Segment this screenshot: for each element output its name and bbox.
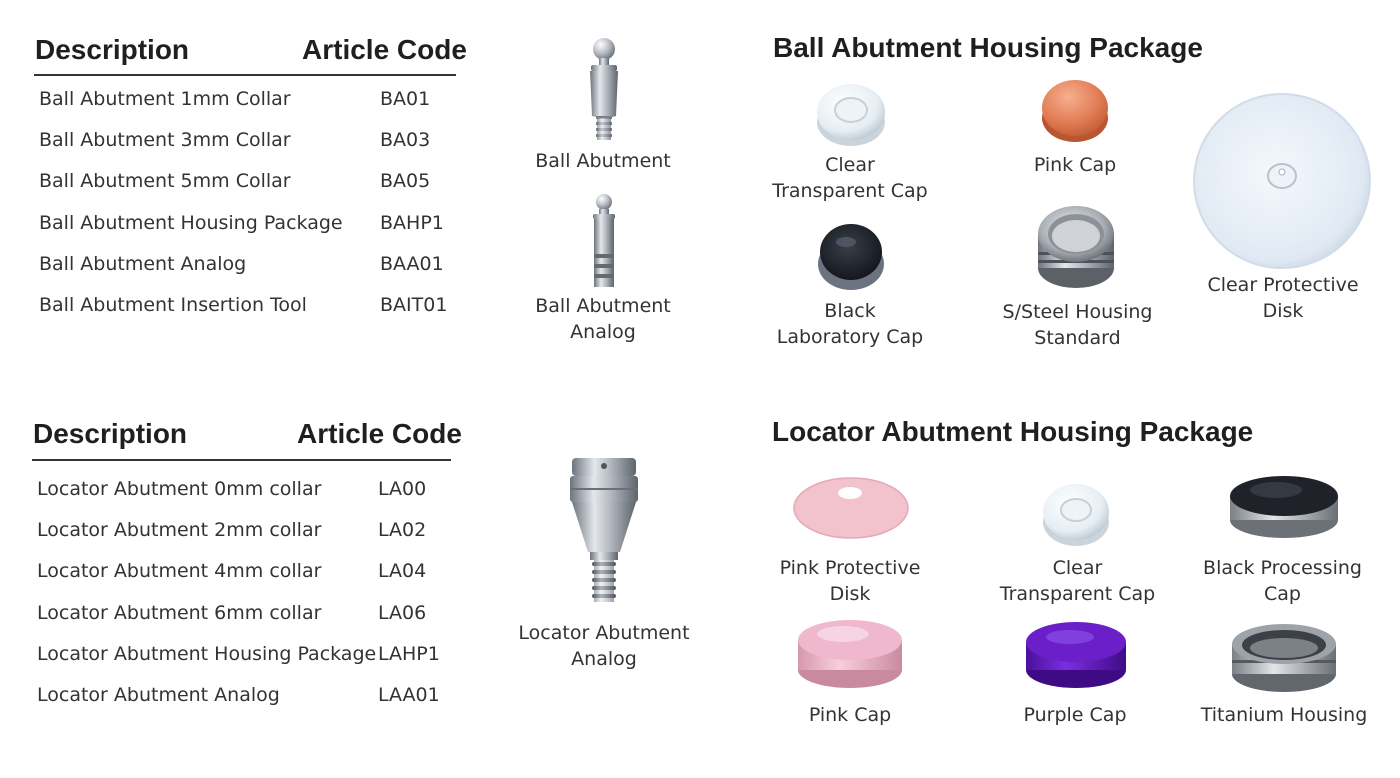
- table-row-code: LA04: [378, 560, 427, 582]
- table-row-code: LAA01: [378, 684, 440, 706]
- clear-disk-icon: [1193, 93, 1371, 269]
- ball-table-header-description: Description: [35, 34, 190, 65]
- locator-table-header-description: Description: [33, 418, 188, 449]
- table-row-code: BA05: [380, 170, 431, 192]
- pink-disk-icon: [793, 477, 909, 539]
- locator-analog-caption: Locator Abutment Analog: [518, 622, 690, 670]
- table-row-description: Ball Abutment Housing Package: [39, 212, 343, 234]
- black-processing-cap-icon: [1230, 476, 1338, 538]
- table-row-code: LAHP1: [378, 643, 440, 665]
- locator-black-cap-caption: Black Processing Cap: [1203, 557, 1362, 605]
- ball-table-header-code: Article Code: [302, 34, 467, 65]
- locator-package-title: Locator Abutment Housing Package: [772, 416, 1254, 447]
- ball-abutment-caption: Ball Abutment: [535, 150, 671, 172]
- titanium-housing-icon: [1232, 624, 1336, 692]
- table-row-code: LA06: [378, 602, 427, 624]
- locator-purple-cap-caption: Purple Cap: [1023, 704, 1127, 726]
- ball-table-rule: [34, 74, 456, 76]
- locator-titanium-housing-caption: Titanium Housing: [1200, 704, 1368, 726]
- ball-clear-cap-caption: Clear Transparent Cap: [772, 154, 928, 202]
- table-row-code: BAHP1: [380, 212, 444, 234]
- table-row-description: Locator Abutment 2mm collar: [37, 519, 322, 541]
- table-row-description: Ball Abutment Analog: [39, 253, 247, 275]
- locator-pink-cap-caption: Pink Cap: [808, 704, 892, 726]
- ball-clear-disk-caption: Clear Protective Disk: [1207, 274, 1359, 322]
- ball-steel-housing-caption: S/Steel Housing Standard: [1002, 301, 1153, 349]
- locator-table-header-code: Article Code: [297, 418, 462, 449]
- table-row-description: Ball Abutment 1mm Collar: [39, 88, 291, 110]
- locator-pink-disk-caption: Pink Protective Disk: [779, 557, 921, 605]
- locator-analog-icon: [570, 458, 638, 602]
- table-row-code: LA00: [378, 478, 427, 500]
- table-row-code: BAIT01: [380, 294, 448, 316]
- ball-analog-icon: [593, 194, 615, 287]
- ball-pink-cap-caption: Pink Cap: [1033, 154, 1117, 176]
- table-row-code: BA01: [380, 88, 431, 110]
- table-row-description: Locator Abutment Analog: [37, 684, 280, 706]
- table-row-description: Ball Abutment 3mm Collar: [39, 129, 291, 151]
- table-row-description: Locator Abutment Housing Package: [37, 643, 377, 665]
- table-row-code: BA03: [380, 129, 431, 151]
- purple-cap-icon: [1026, 622, 1126, 688]
- clear-cap-icon: [1043, 484, 1109, 546]
- pink-cap-icon: [798, 620, 902, 688]
- table-row-description: Locator Abutment 6mm collar: [37, 602, 322, 624]
- ball-abutment-icon: [590, 38, 618, 140]
- table-row-description: Locator Abutment 0mm collar: [37, 478, 322, 500]
- steel-housing-icon: [1038, 206, 1114, 288]
- ball-analog-caption: Ball Abutment Analog: [535, 295, 671, 343]
- table-row-description: Ball Abutment Insertion Tool: [39, 294, 307, 316]
- ball-black-cap-caption: Black Laboratory Cap: [776, 300, 924, 348]
- pink-cap-icon: [1042, 80, 1108, 142]
- locator-clear-cap-caption: Clear Transparent Cap: [999, 557, 1156, 605]
- table-row-description: Locator Abutment 4mm collar: [37, 560, 322, 582]
- table-row-code: LA02: [378, 519, 427, 541]
- table-row-description: Ball Abutment 5mm Collar: [39, 170, 291, 192]
- table-row-code: BAA01: [380, 253, 444, 275]
- black-cap-icon: [818, 224, 884, 290]
- ball-package-title: Ball Abutment Housing Package: [773, 32, 1203, 63]
- clear-cap-icon: [817, 84, 885, 146]
- locator-table-rule: [32, 459, 451, 461]
